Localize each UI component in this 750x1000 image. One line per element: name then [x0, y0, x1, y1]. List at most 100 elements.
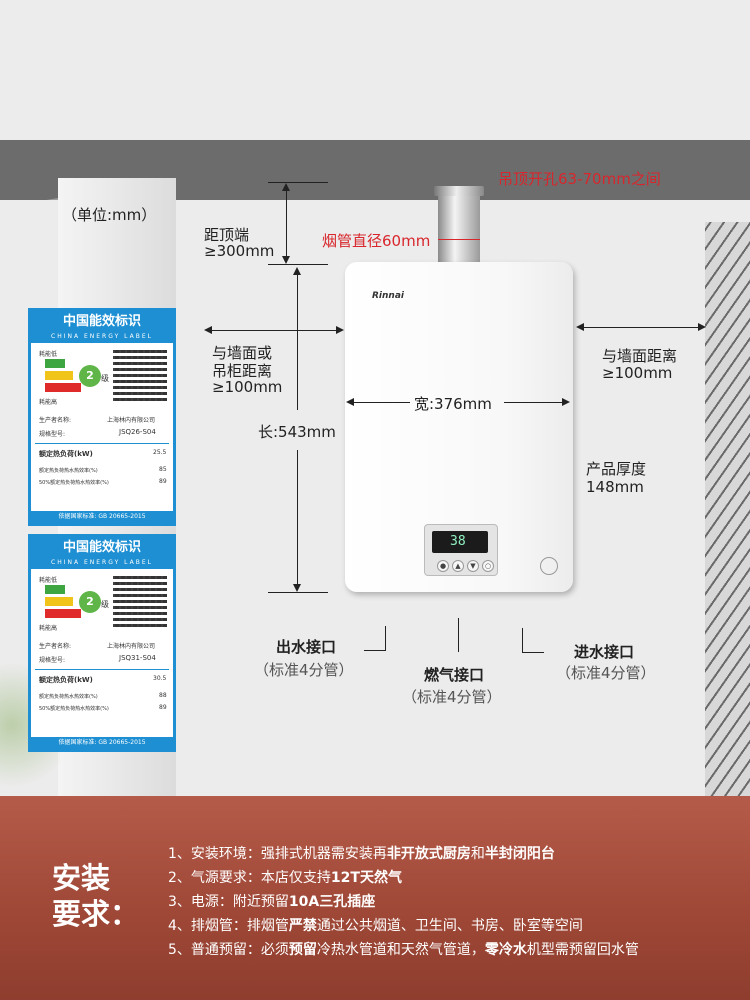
qr-code [113, 347, 167, 401]
grade-badge: 2 [79, 365, 101, 387]
flue-pipe-cap [434, 186, 484, 196]
down-button[interactable]: ▼ [467, 560, 479, 572]
req-bold: 预留 [288, 942, 317, 958]
flue-diameter-label: 烟管直径60mm [322, 232, 431, 250]
low-consumption: 耗能低 [39, 577, 58, 584]
eff2-key: 50%额定热负荷热水热效率(%) [39, 706, 109, 712]
requirement-item-2: 2、气源要求：本店仅支持12T天然气 [168, 867, 402, 887]
producer-key: 生产者名称: [39, 643, 72, 650]
eff1-key: 额定热负荷热水热效率(%) [39, 468, 98, 474]
width-label: 宽:376mm [414, 395, 492, 413]
requirement-item-1: 1、安装环境：强排式机器需安装再非开放式厨房和半封闭阳台 [168, 843, 555, 863]
length-dim-arrow-down [293, 584, 301, 592]
left-distance-line2: 吊柜距离 [212, 362, 273, 380]
req-bold: 非开放式厨房 [386, 846, 471, 862]
req-text: 4、排烟管：排烟管 [168, 918, 289, 934]
power-button[interactable]: ● [437, 560, 449, 572]
energy-label-subtitle: CHINA ENERGY LABEL [31, 559, 173, 569]
req-bold: 严禁 [288, 918, 317, 934]
eff2: 89 [159, 478, 167, 485]
low-consumption: 耗能低 [39, 351, 58, 358]
eff2-key: 50%额定热负荷热水热效率(%) [39, 480, 109, 486]
req-bold: 半封闭阳台 [484, 846, 555, 862]
grade-bar-3 [45, 609, 81, 618]
requirements-title-line1: 安装 [52, 861, 111, 895]
requirement-item-4: 4、排烟管：排烟管严禁通过公共烟道、卫生间、书房、卧室等空间 [168, 915, 583, 935]
standard: 依据国家标准: GB 20665-2015 [31, 737, 173, 749]
req-text: 5、普通预留：必须 [168, 942, 289, 958]
producer: 上海林内有限公司 [107, 417, 156, 424]
temperature-display: 38 [432, 531, 488, 553]
requirement-item-3: 3、电源：附近预留10A三孔插座 [168, 891, 375, 911]
grade-unit: 级 [101, 600, 109, 609]
eff1: 85 [159, 466, 167, 473]
grade-unit: 级 [101, 374, 109, 383]
gas-name: 燃气接口 [424, 666, 485, 684]
length-dim-line-top [297, 270, 298, 410]
mode-button[interactable]: ○ [482, 560, 494, 572]
top-dim-tick-bottom [268, 264, 328, 265]
gas-spec: （标准4分管） [402, 688, 502, 706]
grade-bar-1 [45, 585, 65, 594]
left-dim-arrow-right [336, 326, 344, 334]
outlet-pointer-v [385, 626, 386, 650]
gas-pointer [458, 618, 459, 652]
length-dim-tick-bottom [268, 592, 328, 593]
top-distance-line2: ≥300mm [204, 242, 275, 260]
width-dim-line-left [350, 402, 410, 403]
length-dim-arrow-up [293, 267, 301, 275]
inlet-name: 进水接口 [574, 643, 635, 661]
req-text: 冷热水管道和天然气管道， [316, 942, 485, 958]
label-divider [35, 443, 169, 444]
load-key: 额定热负荷(kW) [39, 450, 93, 458]
flue-pipe [438, 190, 480, 264]
req-text: 和 [470, 846, 485, 862]
energy-label-1: 中国能效标识 CHINA ENERGY LABEL 耗能低 2 级 耗能高 生产… [28, 308, 176, 526]
up-button[interactable]: ▲ [452, 560, 464, 572]
req-bold: 零冷水 [484, 942, 527, 958]
top-dim-tick-top [268, 182, 328, 183]
requirements-title: 安装 要求： [52, 860, 142, 932]
width-dim-arrow-left [346, 398, 354, 406]
outlet-pointer-h [364, 650, 386, 651]
energy-label-subtitle: CHINA ENERGY LABEL [31, 333, 173, 343]
req-text: 1、安装环境：强排式机器需安装再 [168, 846, 387, 862]
producer: 上海林内有限公司 [107, 643, 156, 650]
grade-bar-1 [45, 359, 65, 368]
right-wall-section [705, 222, 750, 797]
left-dim-line [206, 330, 342, 331]
width-dim-arrow-right [562, 398, 570, 406]
right-dim-line [578, 327, 704, 328]
grade-bar-2 [45, 371, 73, 380]
right-distance-line2: ≥100mm [602, 364, 673, 382]
high-consumption: 耗能高 [39, 625, 58, 632]
length-label: 长:543mm [258, 423, 336, 441]
inlet-pointer-v [522, 628, 523, 652]
producer-key: 生产者名称: [39, 417, 72, 424]
req-text: 2、气源要求：本店仅支持 [168, 870, 331, 886]
eff2: 89 [159, 704, 167, 711]
req-text: 通过公共烟道、卫生间、书房、卧室等空间 [316, 918, 583, 934]
display-value: 38 [450, 534, 466, 549]
length-dim-line-bottom [297, 450, 298, 588]
req-bold: 12T天然气 [330, 870, 402, 886]
model-key: 规格型号: [39, 657, 66, 664]
energy-label-title: 中国能效标识 [31, 311, 173, 333]
eff1: 88 [159, 692, 167, 699]
thickness-line2: 148mm [586, 478, 644, 496]
req-text: 机型需预留回水管 [526, 942, 639, 958]
outlet-name: 出水接口 [276, 638, 337, 656]
energy-label-title: 中国能效标识 [31, 537, 173, 559]
right-dim-arrow-left [576, 323, 584, 331]
brand-logo: Rinnai [372, 291, 404, 301]
requirements-panel [0, 796, 750, 1000]
top-dim-line [286, 186, 287, 260]
left-distance-line3: ≥100mm [212, 378, 283, 396]
top-dim-arrow-up [282, 183, 290, 191]
right-dim-arrow-right [698, 323, 706, 331]
load: 25.5 [153, 449, 167, 456]
right-distance-line1: 与墙面距离 [602, 347, 678, 365]
top-distance-line1: 距顶端 [204, 226, 250, 244]
model: JSQ26-S04 [119, 428, 156, 436]
model: JSQ31-S04 [119, 654, 156, 662]
